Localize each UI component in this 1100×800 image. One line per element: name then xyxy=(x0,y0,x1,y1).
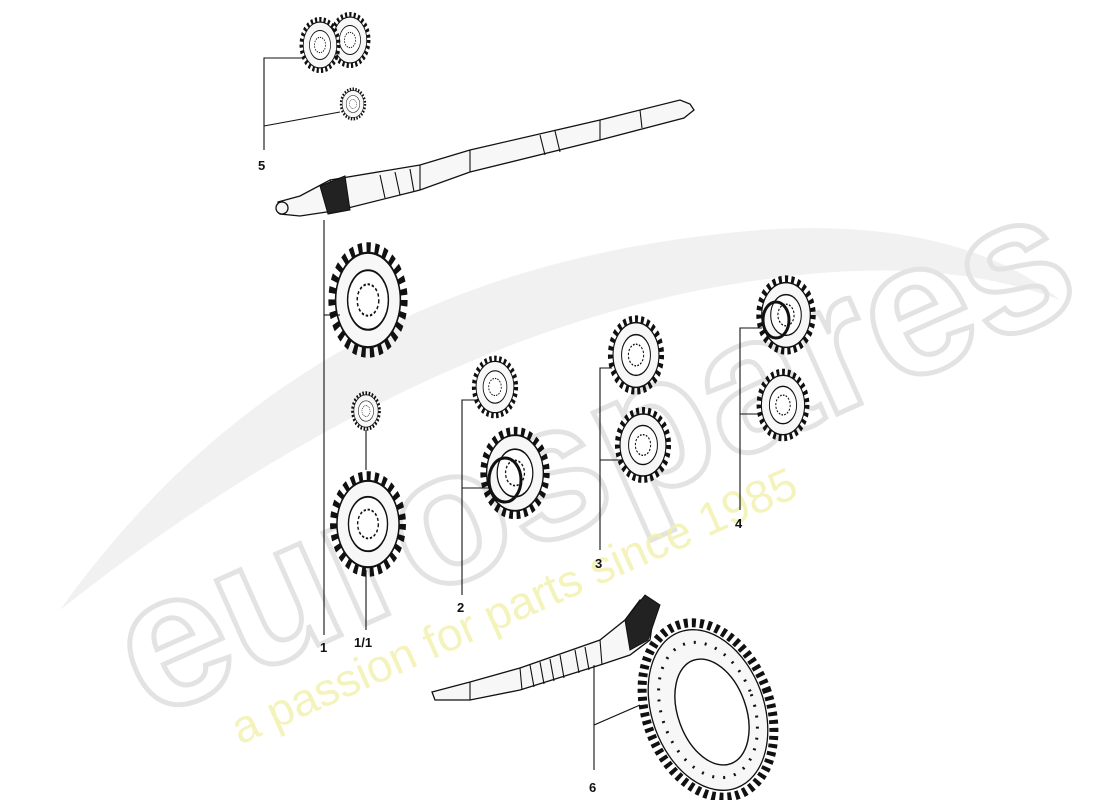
callout-3: 3 xyxy=(595,556,602,571)
part-6-pinion-shaft[interactable] xyxy=(431,594,661,701)
part-1-input-shaft[interactable] xyxy=(275,99,695,217)
callout-2: 2 xyxy=(457,600,464,615)
leader-3 xyxy=(599,367,622,550)
part-2-small-gear[interactable] xyxy=(474,359,516,416)
part-6-ring-gear[interactable] xyxy=(619,604,797,800)
callout-1-1: 1/1 xyxy=(354,635,372,650)
leader-6 xyxy=(593,665,641,770)
leader-4 xyxy=(739,327,762,510)
part-1-large-gear[interactable] xyxy=(332,248,404,353)
part-2-synchro-gear[interactable] xyxy=(484,431,547,515)
callout-6: 6 xyxy=(589,780,596,795)
watermark-swoosh xyxy=(60,228,1060,610)
part-5-gear-pair[interactable] xyxy=(301,14,368,70)
callout-1: 1 xyxy=(320,640,327,655)
callout-5: 5 xyxy=(258,158,265,173)
part-4-synchro-gear[interactable] xyxy=(759,279,813,351)
callout-4: 4 xyxy=(735,516,743,531)
leader-2 xyxy=(461,399,490,595)
part-5-small-gear[interactable] xyxy=(339,87,367,121)
leader-5 xyxy=(263,57,341,150)
